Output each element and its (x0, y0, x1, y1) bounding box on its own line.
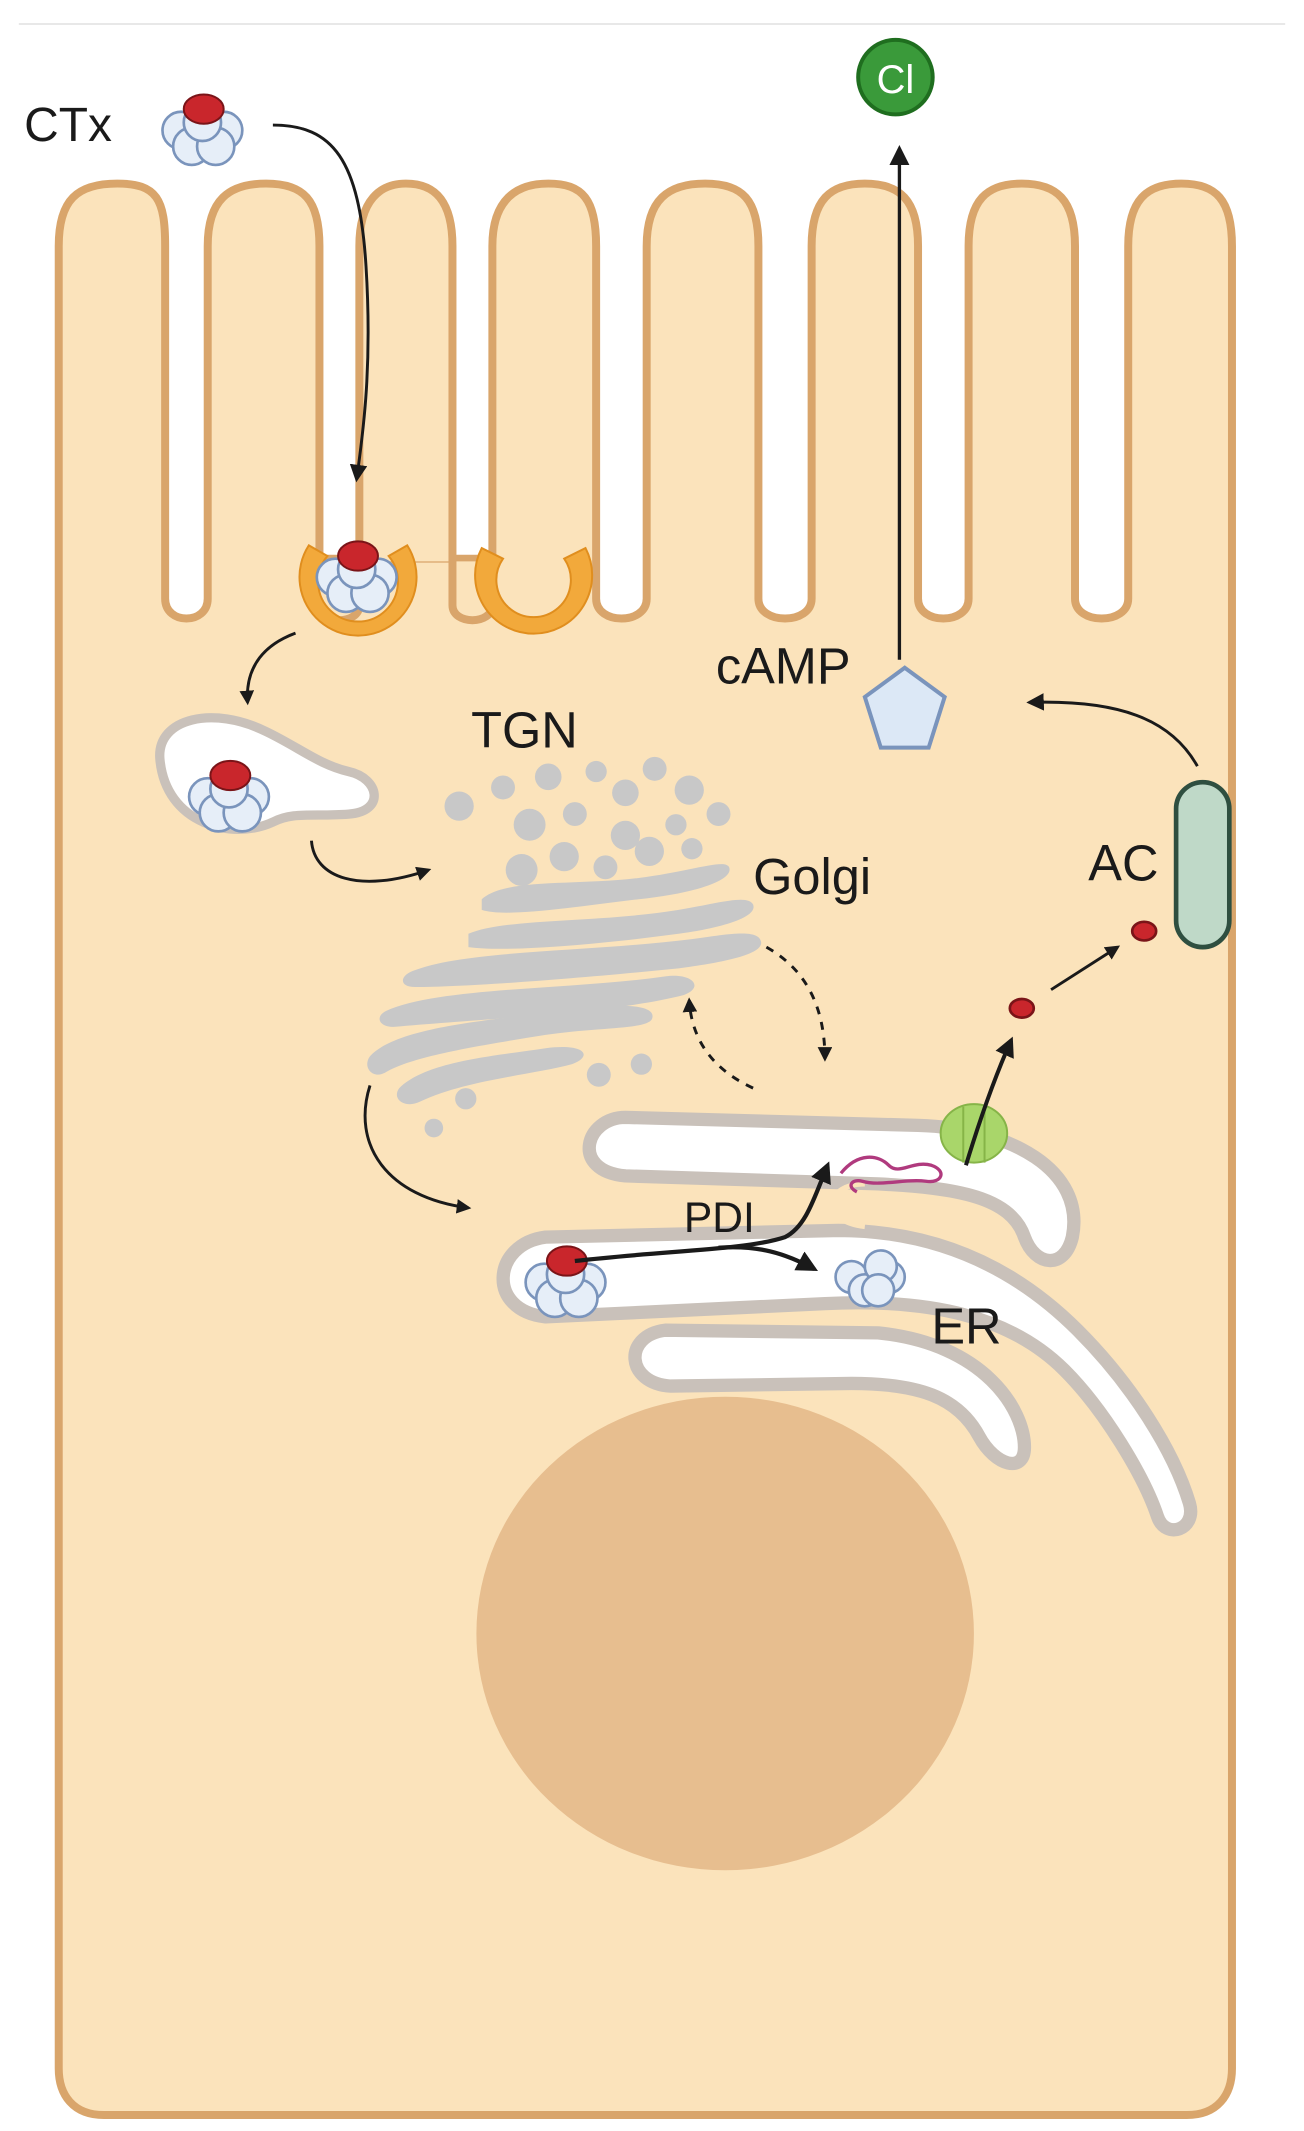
label-ac: AC (1088, 835, 1158, 892)
a1-fragment-cytosol (1008, 997, 1036, 1019)
unfolded-a1-chain (839, 1155, 943, 1194)
label-er: ER (931, 1298, 1001, 1355)
adenylate-cyclase (1173, 779, 1232, 950)
arrow-retrotranslocation (964, 1036, 1014, 1166)
arrow-pdi-release-b (718, 1245, 819, 1272)
golgi-apparatus (367, 756, 762, 1138)
label-pdi: PDI (684, 1194, 755, 1242)
label-camp: cAMP (716, 638, 851, 695)
label-golgi: Golgi (753, 848, 871, 905)
arrow-a1-to-ac (1050, 945, 1121, 991)
label-ctx: CTx (24, 99, 112, 152)
arrow-golgi-to-er-dashed (765, 945, 833, 1062)
arrow-golgi-to-er (363, 1085, 472, 1214)
toxin-extracellular (161, 93, 244, 167)
arrow-toxin-to-pit (272, 123, 370, 483)
arrow-endosome-to-golgi (310, 840, 432, 883)
label-tgn: TGN (471, 702, 578, 759)
arrow-er-to-golgi-dashed (682, 997, 754, 1090)
membrane-pit-empty (474, 546, 594, 635)
arrow-ac-to-camp (1026, 693, 1199, 767)
label-cl: Cl (877, 58, 915, 102)
camp-pentagon (862, 665, 947, 750)
a1-fragment-near-ac (1130, 920, 1158, 942)
membrane-pit-with-toxin (298, 544, 418, 637)
chloride-ion (856, 37, 935, 117)
arrow-pdi-unfolding (574, 1161, 831, 1264)
nucleus (476, 1396, 974, 1871)
arrow-pit-to-endosome (239, 631, 297, 706)
